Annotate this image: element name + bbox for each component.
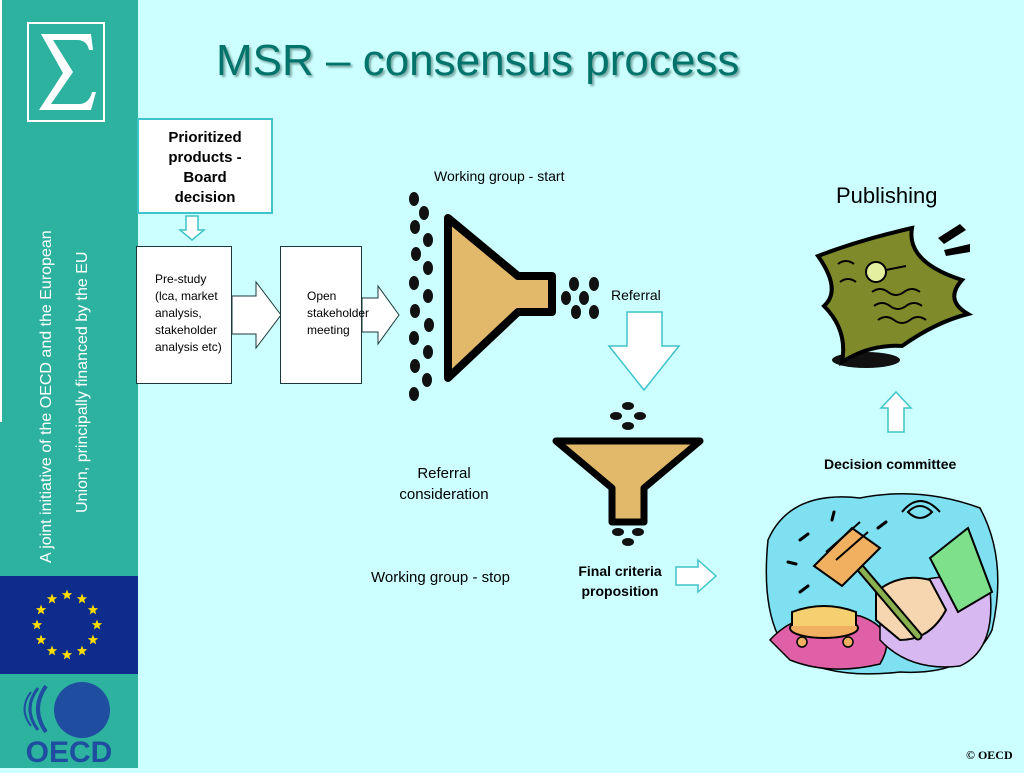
copyright-notice: © OECD bbox=[966, 748, 1013, 762]
prestudy-line: analysis etc) bbox=[155, 340, 222, 354]
eu-star-icon bbox=[46, 593, 58, 604]
right-arrow-icon bbox=[361, 284, 400, 346]
funnel-icon bbox=[552, 437, 704, 526]
eu-star-icon bbox=[31, 619, 43, 630]
sigma-logo-icon bbox=[27, 22, 105, 122]
right-arrow-icon bbox=[675, 558, 718, 594]
prestudy-line: (lca, market bbox=[155, 289, 218, 303]
output-dots bbox=[561, 277, 599, 319]
eu-star-icon bbox=[76, 645, 88, 656]
prestudy-line: stakeholder bbox=[155, 323, 218, 337]
open-meeting-line: stakeholder bbox=[307, 306, 370, 320]
prestudy-line: analysis, bbox=[155, 306, 202, 320]
open-meeting-line: Open bbox=[307, 289, 337, 303]
oecd-logo-icon: OECD bbox=[0, 674, 138, 769]
down-arrow-icon bbox=[177, 215, 207, 241]
page-title: MSR – consensus process bbox=[216, 36, 740, 85]
eu-flag-icon bbox=[0, 576, 138, 674]
prioritized-line: Prioritized bbox=[168, 129, 242, 146]
final-criteria-label: Final criteria proposition bbox=[578, 563, 662, 599]
prioritized-products-box: Prioritized products - Board decision bbox=[137, 118, 273, 214]
referral-label: Referral bbox=[611, 287, 661, 303]
input-dots bbox=[409, 192, 434, 401]
eu-star-icon bbox=[76, 593, 88, 604]
eu-star-icon bbox=[91, 619, 103, 630]
working-group-start-label: Working group - start bbox=[434, 168, 565, 184]
sidebar-divider bbox=[0, 0, 2, 422]
right-arrow-icon bbox=[231, 280, 282, 350]
prestudy-line: Pre-study bbox=[155, 272, 207, 286]
gavel-hand-icon bbox=[765, 493, 999, 675]
prioritized-line: Board bbox=[183, 169, 227, 186]
newspaper-icon bbox=[814, 224, 974, 368]
open-meeting-box: Open stakeholder meeting bbox=[280, 246, 370, 384]
referral-arrow-icon bbox=[607, 311, 681, 392]
eu-star-icon bbox=[87, 604, 99, 615]
eu-star-icon bbox=[35, 634, 47, 645]
prioritized-line: decision bbox=[174, 189, 236, 206]
working-group-stop-label: Working group - stop bbox=[371, 569, 510, 586]
eu-star-icon bbox=[35, 604, 47, 615]
funnel-icon bbox=[444, 214, 556, 382]
eu-star-icon bbox=[61, 649, 73, 660]
open-meeting-line: meeting bbox=[307, 323, 350, 337]
prioritized-line: products - bbox=[168, 149, 242, 166]
sidebar: A joint initiative of the OECD and the E… bbox=[0, 0, 138, 769]
up-arrow-icon bbox=[879, 390, 913, 433]
decision-committee-label: Decision committee bbox=[824, 456, 957, 472]
funnel-top-dots bbox=[610, 402, 646, 430]
eu-star-icon bbox=[87, 634, 99, 645]
publishing-label: Publishing bbox=[836, 183, 938, 208]
oecd-logo-text: OECD bbox=[26, 736, 113, 768]
prestudy-box: Pre-study (lca, market analysis, stakeho… bbox=[136, 246, 232, 384]
eu-star-icon bbox=[46, 645, 58, 656]
eu-star-icon bbox=[61, 589, 73, 600]
referral-consideration-label: Referral consideration bbox=[399, 465, 489, 503]
funnel-bottom-dots bbox=[612, 528, 644, 546]
